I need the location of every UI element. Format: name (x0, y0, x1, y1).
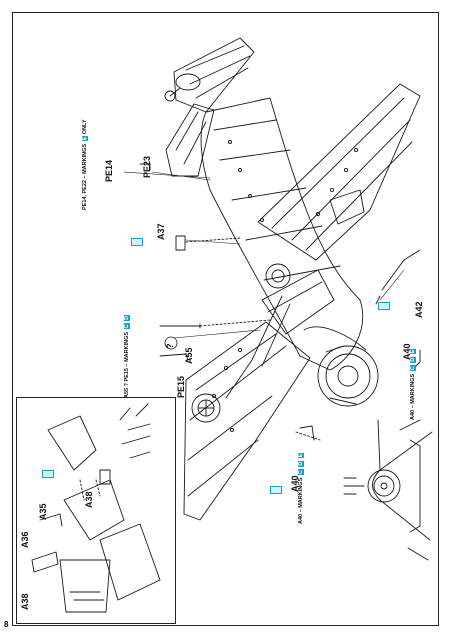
detail-parts (139, 163, 421, 441)
markings-note-text: PE14, PE22 – MARKINGS (82, 143, 88, 210)
glue-icon (270, 486, 282, 494)
front-view-aircraft (343, 419, 433, 561)
glue-icon (42, 470, 54, 478)
page-frame (12, 12, 439, 626)
fuselage (200, 97, 364, 371)
cockpit-and-gear (191, 263, 335, 423)
marking-letter-d: D (298, 460, 305, 467)
marking-letter-e: E (298, 452, 305, 459)
left-wing (183, 321, 311, 521)
marking-letter-c: C (410, 365, 417, 372)
part-label-pe23: PE23 (142, 155, 152, 178)
engine-cowling (303, 326, 379, 407)
markings-note-a55-pe15: A55 ? PE15 – MARKINGS C D (124, 314, 131, 398)
markings-note-a40-front: A40 – MARKINGS C D E (410, 348, 417, 420)
marking-letter-c: C (124, 323, 131, 330)
part-label-a37: A37 (156, 223, 166, 240)
part-label-a55: A55 (184, 347, 194, 364)
marking-letter-d: D (124, 314, 131, 321)
page-number: 8 (4, 620, 9, 629)
part-label-a38-bottom: A38 (20, 593, 30, 610)
marking-letter-e: E (410, 348, 417, 355)
optional-mark: ? (165, 343, 175, 350)
inset-gear-well-detail (31, 403, 161, 613)
glue-icon (131, 238, 143, 246)
marking-letter-c: C (298, 469, 305, 476)
tail-unit (164, 37, 255, 177)
part-label-a35: A35 (38, 503, 48, 520)
markings-note-pe14-pe22: PE14, PE22 – MARKINGS E ONLY (82, 119, 89, 210)
marking-letter-e: E (82, 135, 89, 142)
right-wing (257, 83, 421, 261)
inset-frame (16, 397, 176, 624)
markings-note-text: A40 – MARKINGS (410, 373, 416, 420)
markings-note-text: A55 ? PE15 – MARKINGS (124, 331, 130, 398)
optional-marker-circle (164, 336, 178, 350)
markings-note-a40-lower: A40 – MARKINGS C D E (298, 452, 305, 524)
part-label-pe14: PE14 (104, 159, 114, 182)
part-label-a36: A36 (20, 531, 30, 548)
marking-letter-d: D (410, 356, 417, 363)
part-label-a42: A42 (414, 301, 424, 318)
part-label-a38-top: A38 (84, 491, 94, 508)
glue-icon (378, 302, 390, 310)
markings-note-text: A40 – MARKINGS (298, 477, 304, 524)
part-label-pe15: PE15 (176, 375, 186, 398)
leader-lines (123, 171, 405, 339)
part-a37-shape (175, 235, 186, 251)
markings-note-suffix: ONLY (82, 119, 88, 135)
